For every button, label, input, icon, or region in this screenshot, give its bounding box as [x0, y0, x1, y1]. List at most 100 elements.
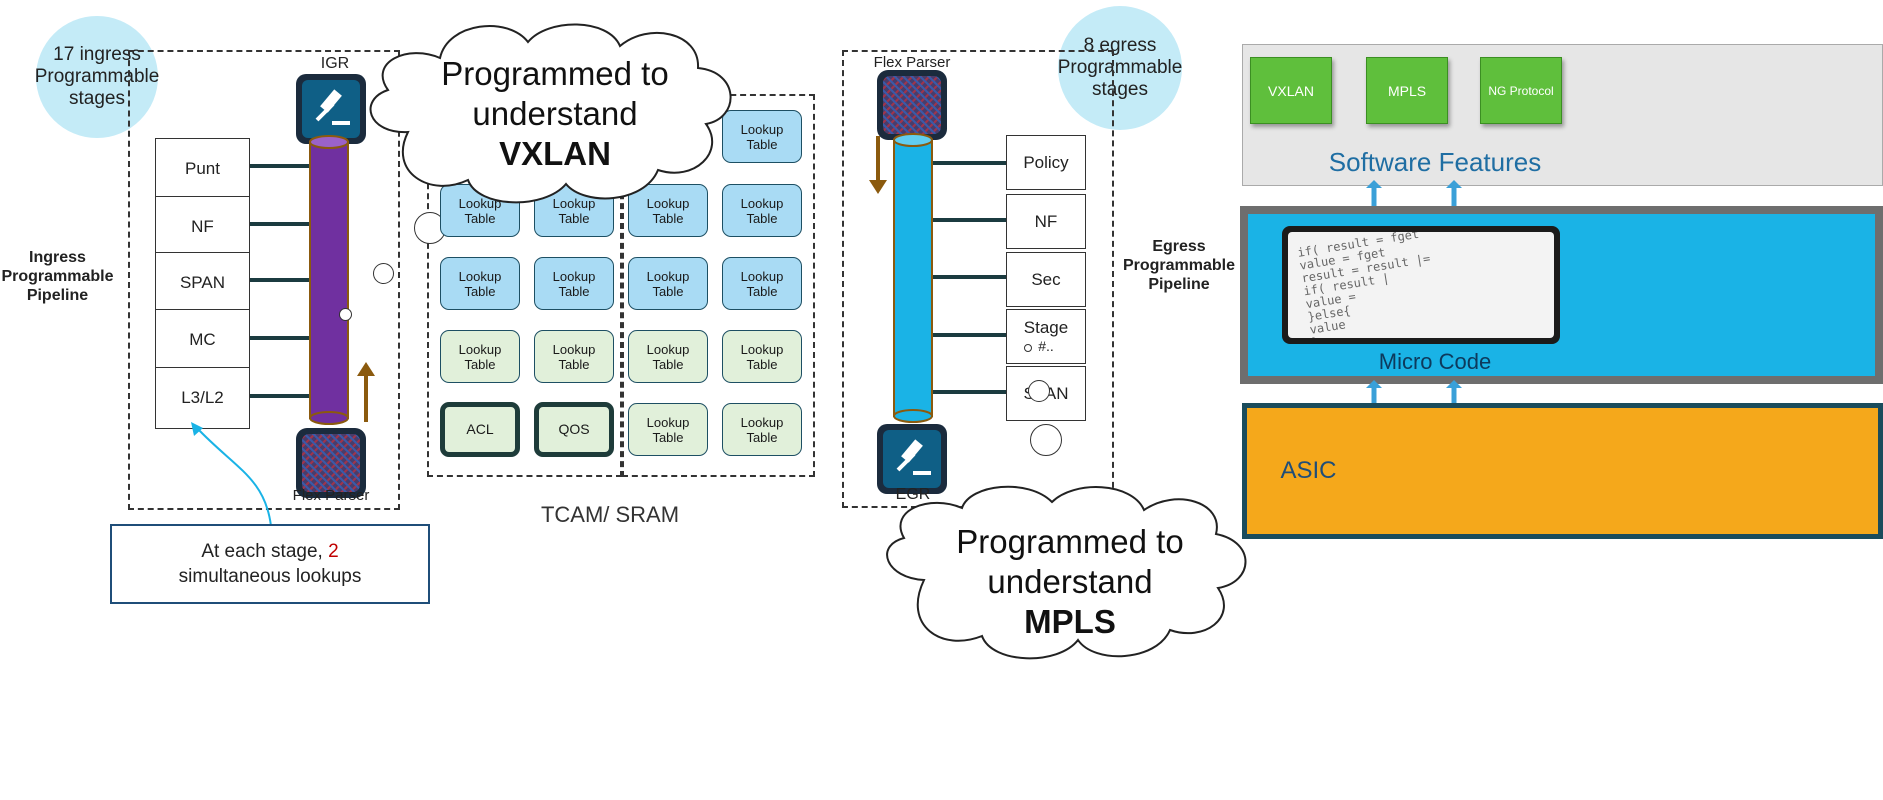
egress-stage-nf: NF: [1006, 194, 1086, 249]
egress-flex-parser-label: Flex Parser: [873, 54, 951, 71]
lookup-table-label-line2: Table: [652, 210, 684, 226]
egr-gavel-icon: [877, 424, 947, 494]
mpls-cloud-line3: MPLS: [1024, 603, 1116, 640]
egress-stage-policy: Policy: [1006, 135, 1086, 190]
ingress-stage-span: SPAN: [155, 252, 250, 314]
ingress-bubble-line3: stages: [69, 88, 125, 109]
egr-label: EGR: [895, 486, 931, 503]
callout-number: 2: [328, 541, 339, 562]
egress-stage-circle-1: [1024, 344, 1032, 352]
lookup-table-label-line1: Lookup: [740, 268, 784, 284]
egress-pipe: [893, 133, 933, 423]
lookup-callout-box: At each stage, 2 simultaneous lookups: [110, 524, 430, 604]
lookup-table-label-line1: Lookup: [646, 341, 690, 357]
lookup-table-label-line2: Table: [558, 283, 590, 299]
lookup-table-label-line2: Table: [652, 283, 684, 299]
feature-ng-protocol: NG Protocol: [1480, 57, 1562, 124]
igr-label: IGR: [320, 55, 350, 72]
lookup-table-label-line1: Lookup: [458, 341, 502, 357]
egress-pipeline-label-line2: Programmable: [1122, 257, 1236, 274]
ingress-pipe: [309, 135, 349, 425]
ingress-flex-parser-label: Flex Parser: [292, 487, 370, 504]
egress-stage-generic-label: Stage: [1023, 317, 1069, 337]
egress-flex-parser-icon: [877, 70, 947, 140]
mpls-cloud-shape: [886, 485, 1247, 660]
ingress-pipeline-frame: [128, 50, 400, 510]
ingress-up-arrow: [357, 362, 375, 422]
acl-table: ACL: [440, 402, 520, 457]
egress-bubble-line2: Programmable: [1057, 57, 1183, 78]
igr-gavel-icon: [296, 74, 366, 144]
software-features-label: Software Features: [1328, 147, 1542, 177]
ingress-flex-parser-icon: [296, 428, 366, 498]
lookup-table-label-line1: Lookup: [552, 341, 596, 357]
qos-table: QOS: [534, 402, 614, 457]
vxlan-cloud-line2: understand: [472, 95, 638, 132]
vxlan-cloud-line1: Programmed to: [441, 55, 669, 92]
lookup-table-label-line1: Lookup: [740, 195, 784, 211]
ingress-stage-nf: NF: [155, 196, 250, 258]
mpls-cloud-line1: Programmed to: [956, 523, 1184, 560]
lookup-table-label-line2: Table: [746, 136, 778, 152]
egress-side-circle: [1030, 424, 1062, 456]
lookup-table-label-line2: Table: [746, 356, 778, 372]
ingress-pipeline-label-line1: Ingress: [29, 249, 86, 266]
egress-stages-bubble: 8 egress Programmable stages: [1058, 6, 1182, 130]
lookup-table-label-line1: Lookup: [646, 268, 690, 284]
lookup-table-label-line1: Lookup: [458, 268, 502, 284]
lookup-table-label-line1: Lookup: [552, 268, 596, 284]
lookup-table-label-line2: Table: [746, 210, 778, 226]
ingress-pipe-marker: [339, 308, 352, 321]
ingress-stage-l3l2: L3/L2: [155, 367, 250, 429]
lookup-table-label-line2: Table: [558, 210, 590, 226]
mpls-cloud-line2: understand: [987, 563, 1153, 600]
egress-connectors: [927, 161, 1009, 394]
feature-vxlan: VXLAN: [1250, 57, 1332, 124]
vxlan-cloud-shape: [369, 23, 732, 204]
egress-stage-sec: Sec: [1006, 252, 1086, 307]
egress-pipeline-label: Egress Programmable Pipeline: [1118, 237, 1240, 294]
ingress-bubble-line1: 17 ingress: [53, 44, 141, 65]
lookup-table-label-line2: Table: [652, 356, 684, 372]
ingress-side-circle: [373, 263, 394, 284]
egress-stage-generic: Stage #..: [1006, 309, 1086, 364]
egress-pipeline-label-line3: Pipeline: [1148, 276, 1210, 293]
lookup-table-label-line2: Table: [746, 429, 778, 445]
ingress-pipeline-label: Ingress Programmable Pipeline: [0, 248, 115, 305]
lookup-table-label-line1: Lookup: [740, 121, 784, 137]
mpls-cloud-text: Programmed to understand MPLS: [935, 522, 1205, 642]
gavel-glyph-icon: [315, 89, 350, 125]
vxlan-cloud-line3: VXLAN: [499, 135, 611, 172]
lookup-table-label-line2: Table: [652, 429, 684, 445]
callout-arrow: [191, 422, 272, 527]
feature-mpls: MPLS: [1366, 57, 1448, 124]
lookup-table-label-line2: Table: [464, 356, 496, 372]
ingress-stage-mc: MC: [155, 309, 250, 371]
asic-label: ASIC: [1280, 457, 1337, 484]
ingress-stage-punt: Punt: [155, 138, 250, 200]
egress-pipeline-label-line1: Egress: [1152, 238, 1206, 255]
lookup-table-label-line1: Lookup: [740, 341, 784, 357]
software-features-panel: [1242, 44, 1883, 186]
ingress-pipeline-label-line3: Pipeline: [26, 287, 89, 304]
egress-stage-circle-2: [1028, 380, 1050, 402]
lookup-table-label-line1: Lookup: [646, 414, 690, 430]
ingress-pipeline-label-line2: Programmable: [1, 268, 114, 285]
micro-code-label: Micro Code: [1378, 349, 1492, 374]
callout-prefix: At each stage,: [201, 541, 329, 562]
asic-panel: ASIC: [1242, 403, 1883, 539]
lookup-table-label-line1: Lookup: [646, 195, 690, 211]
vxlan-cloud-text: Programmed to understand VXLAN: [420, 54, 690, 174]
